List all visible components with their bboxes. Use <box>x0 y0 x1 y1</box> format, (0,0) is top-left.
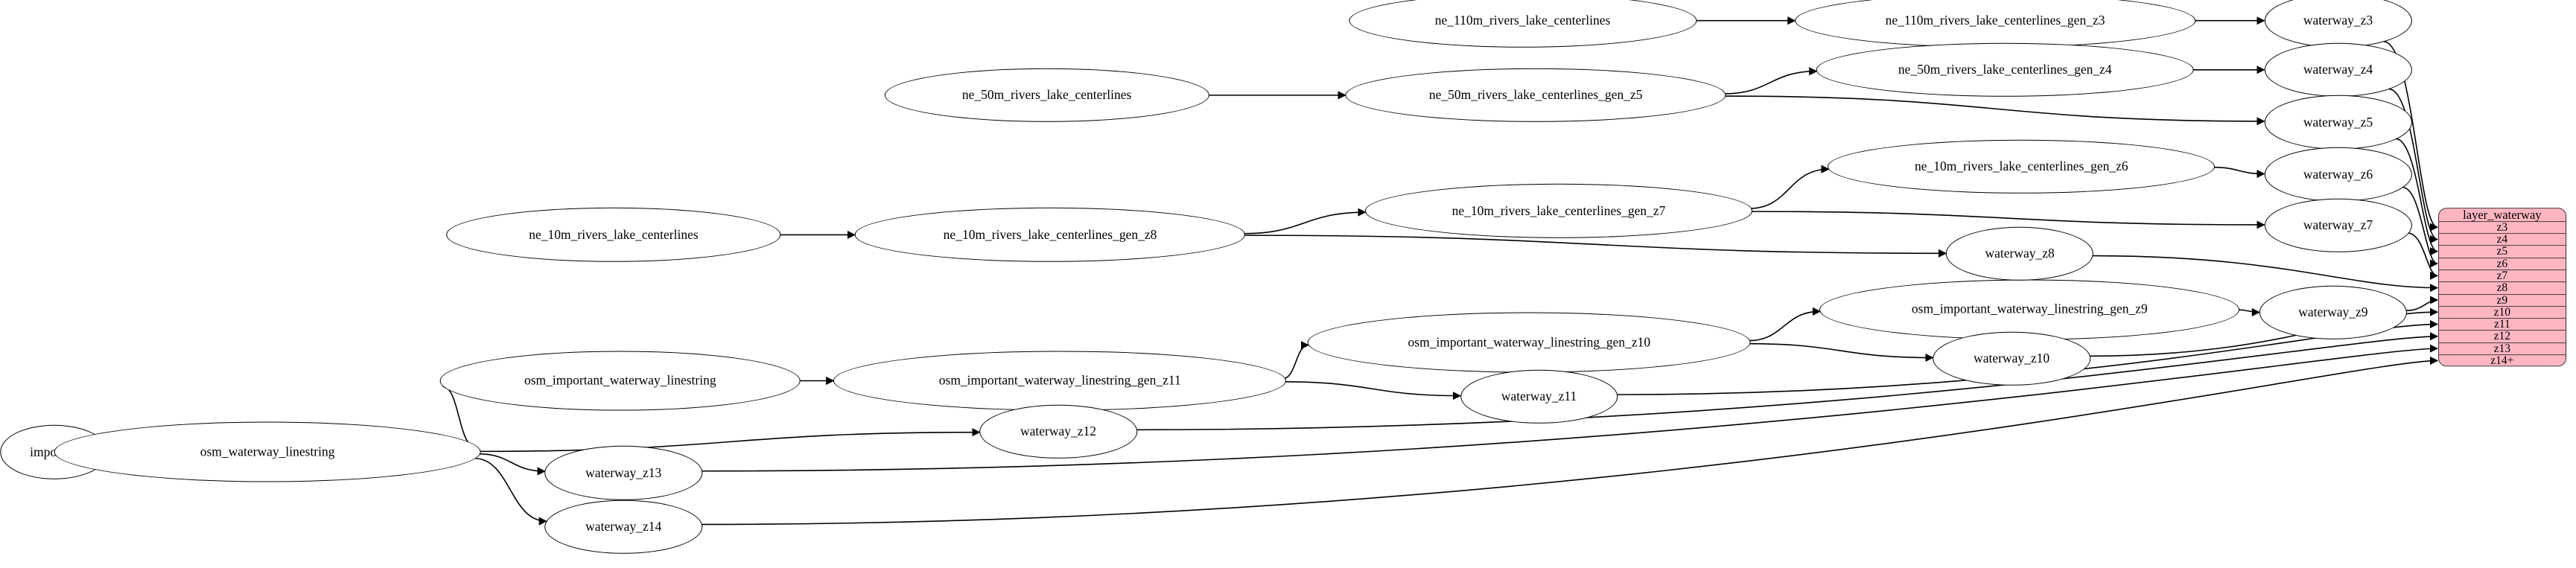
graph-node-label: osm_important_waterway_linestring_gen_z1… <box>938 372 1181 388</box>
graph-edge-waterway_z7-to-layer_waterway-z7 <box>2408 232 2439 280</box>
graph-edge-ne_10m_gen_z6-to-waterway_z6 <box>2213 166 2265 179</box>
graph-node-label: osm_important_waterway_linestring_gen_z1… <box>1408 334 1651 350</box>
graph-node-ne_10m_gen_z8[interactable]: ne_10m_rivers_lake_centerlines_gen_z8 <box>854 208 1246 262</box>
graph-edge-osm_imp_gen_z10-to-waterway_z10 <box>1748 342 1934 363</box>
graph-edge-ne_10m_gen_z8-to-ne_10m_gen_z7 <box>1243 208 1367 234</box>
graph-node-label: ne_50m_rivers_lake_centerlines_gen_z4 <box>1898 62 2112 77</box>
graph-node-label: ne_50m_rivers_lake_centerlines <box>961 87 1132 103</box>
graph-node-label: ne_10m_rivers_lake_centerlines <box>529 226 699 242</box>
graph-edge-waterway_z9-to-layer_waterway-z9 <box>2405 296 2439 311</box>
graph-node-ne_10m[interactable]: ne_10m_rivers_lake_centerlines <box>446 208 781 262</box>
graph-edge-ne_50m_gen_z5-to-waterway_z5 <box>1724 95 2265 126</box>
record-row-z9[interactable]: z9 <box>2438 294 2566 307</box>
graph-node-label: ne_10m_rivers_lake_centerlines_gen_z7 <box>1451 202 1666 218</box>
graph-node-label: waterway_z13 <box>585 465 662 480</box>
graph-node-ne_50m_gen_z4[interactable]: ne_50m_rivers_lake_centerlines_gen_z4 <box>1816 42 2194 97</box>
record-row-z6[interactable]: z6 <box>2438 258 2566 271</box>
record-row-z10[interactable]: z10 <box>2438 306 2566 319</box>
graph-node-label: ne_10m_rivers_lake_centerlines_gen_z6 <box>1914 159 2128 174</box>
graph-edge-osm_imp_gen_z10-to-osm_imp_gen_z9 <box>1748 307 1822 342</box>
graph-node-waterway_z6[interactable]: waterway_z6 <box>2264 147 2412 202</box>
graph-node-ne_10m_gen_z6[interactable]: ne_10m_rivers_lake_centerlines_gen_z6 <box>1828 139 2216 194</box>
graph-edge-osm_imp_gen_z11-to-waterway_z11 <box>1284 381 1462 401</box>
graph-node-label: ne_50m_rivers_lake_centerlines_gen_z5 <box>1428 87 1643 103</box>
graph-node-waterway_z3[interactable]: waterway_z3 <box>2264 0 2412 48</box>
graph-node-label: waterway_z10 <box>1974 350 2050 366</box>
graph-edge-osm_waterway-to-waterway_z12 <box>478 428 981 453</box>
graph-node-osm_waterway[interactable]: osm_waterway_linestring <box>54 421 481 482</box>
graph-node-ne_110m[interactable]: ne_110m_rivers_lake_centerlines <box>1349 0 1697 48</box>
graph-node-waterway_z8[interactable]: waterway_z8 <box>1945 226 2094 281</box>
graph-edge-osm_imp_gen_z11-to-osm_imp_gen_z10 <box>1283 341 1310 380</box>
graph-node-label: waterway_z11 <box>1501 389 1577 404</box>
graph-node-label: waterway_z3 <box>2303 12 2373 28</box>
graph-node-label: osm_important_waterway_linestring <box>524 372 716 388</box>
record-row-z3[interactable]: z3 <box>2438 221 2566 234</box>
record-row-z12[interactable]: z12 <box>2438 331 2566 343</box>
graph-node-label: osm_waterway_linestring <box>200 444 335 459</box>
record-row-z7[interactable]: z7 <box>2438 269 2566 283</box>
graph-node-osm_imp_waterway[interactable]: osm_important_waterway_linestring <box>439 351 801 411</box>
graph-node-waterway_z14[interactable]: waterway_z14 <box>544 500 702 554</box>
graph-edge-ne_10m_gen_z7-to-ne_10m_gen_z6 <box>1749 165 1830 209</box>
record-row-z14+[interactable]: z14+ <box>2438 354 2566 366</box>
graph-node-waterway_z10[interactable]: waterway_z10 <box>1933 331 2090 386</box>
record-row-z8[interactable]: z8 <box>2438 282 2566 295</box>
graph-node-osm_imp_gen_z11[interactable]: osm_important_waterway_linestring_gen_z1… <box>833 351 1287 411</box>
graph-node-label: waterway_z12 <box>1020 423 1097 438</box>
graph-node-label: waterway_z7 <box>2303 217 2373 232</box>
graph-node-waterway_z12[interactable]: waterway_z12 <box>979 404 1137 459</box>
graph-node-label: ne_110m_rivers_lake_centerlines_gen_z3 <box>1885 12 2105 28</box>
graph-edge-waterway_z8-to-layer_waterway-z8 <box>2093 255 2439 293</box>
graph-node-waterway_z5[interactable]: waterway_z5 <box>2264 95 2412 150</box>
graph-node-ne_50m[interactable]: ne_50m_rivers_lake_centerlines <box>884 68 1209 123</box>
graph-node-osm_imp_gen_z10[interactable]: osm_important_waterway_linestring_gen_z1… <box>1307 312 1751 373</box>
graph-edge-osm_imp_gen_z9-to-waterway_z9 <box>2237 307 2260 317</box>
graph-edge-ne_10m_gen_z8-to-waterway_z8 <box>1243 234 1947 258</box>
graph-node-ne_50m_gen_z5[interactable]: ne_50m_rivers_lake_centerlines_gen_z5 <box>1345 68 1726 123</box>
graph-node-label: ne_110m_rivers_lake_centerlines <box>1434 12 1611 28</box>
record-row-z4[interactable]: z4 <box>2438 233 2566 246</box>
graph-node-waterway_z11[interactable]: waterway_z11 <box>1460 369 1618 424</box>
record-row-z5[interactable]: z5 <box>2438 246 2566 258</box>
graph-edge-osm_waterway-to-waterway_z13 <box>478 453 546 476</box>
graph-node-ne_10m_gen_z7[interactable]: ne_10m_rivers_lake_centerlines_gen_z7 <box>1365 184 1752 238</box>
record-row-z11[interactable]: z11 <box>2438 319 2566 331</box>
graph-edge-ne_50m_gen_z5-to-ne_50m_gen_z4 <box>1723 67 1818 95</box>
graph-node-label: waterway_z6 <box>2303 166 2373 182</box>
graph-node-label: waterway_z14 <box>585 518 662 534</box>
graph-node-label: ne_10m_rivers_lake_centerlines_gen_z8 <box>943 226 1157 242</box>
graph-node-label: osm_important_waterway_linestring_gen_z9 <box>1911 301 2148 316</box>
graph-node-label: waterway_z4 <box>2303 62 2373 77</box>
graph-node-waterway_z13[interactable]: waterway_z13 <box>544 445 702 500</box>
record-row-z13[interactable]: z13 <box>2438 342 2566 356</box>
record-header: layer_waterway <box>2438 208 2566 222</box>
graph-node-label: waterway_z9 <box>2298 304 2368 320</box>
graph-node-waterway_z4[interactable]: waterway_z4 <box>2264 42 2412 97</box>
graph-node-label: waterway_z8 <box>1985 246 2055 261</box>
graph-node-label: waterway_z5 <box>2303 114 2373 130</box>
graph-edge-ne_10m_gen_z7-to-waterway_z7 <box>1750 211 2265 229</box>
graph-node-osm_imp_gen_z9[interactable]: osm_important_waterway_linestring_gen_z9 <box>1819 279 2240 340</box>
graph-edge-osm_waterway-to-waterway_z14 <box>474 457 547 526</box>
graph-node-waterway_z9[interactable]: waterway_z9 <box>2259 285 2408 340</box>
graph-node-ne_110m_gen_z3[interactable]: ne_110m_rivers_lake_centerlines_gen_z3 <box>1795 0 2195 48</box>
graph-node-waterway_z7[interactable]: waterway_z7 <box>2264 198 2412 252</box>
